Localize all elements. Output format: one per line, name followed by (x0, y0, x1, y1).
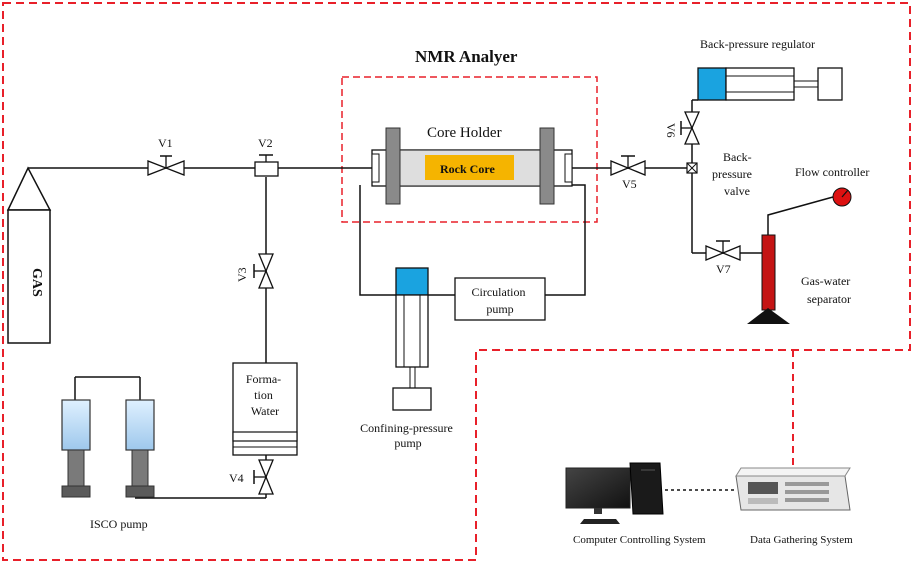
gas-water-separator (747, 234, 790, 324)
circulation-pump[interactable] (454, 277, 546, 321)
data-gathering-icon (735, 467, 851, 511)
flow-controller-icon (832, 187, 852, 207)
valve-v1[interactable] (147, 155, 185, 176)
gas-label: GAS (29, 268, 44, 297)
valve-v6[interactable] (680, 111, 700, 145)
isco-pump[interactable] (61, 399, 155, 498)
valve-v4-label: V4 (229, 471, 244, 485)
data-gathering-system-label: Data Gathering System (750, 534, 853, 546)
nmr-analyzer-boundary (341, 76, 598, 223)
back-pressure-regulator-label: Back-pressure regulator (700, 37, 815, 51)
back-pressure-valve-icon (686, 162, 698, 174)
isco-pump-label: ISCO pump (90, 517, 148, 531)
nmr-title: NMR Analyer (415, 47, 518, 66)
pipelines (28, 99, 834, 499)
core-holder-label: Core Holder (427, 125, 502, 141)
rock-core (425, 155, 514, 180)
computer-icon (565, 462, 664, 524)
formation-water-vessel (232, 362, 298, 456)
circulation-pump-label: Circulation pump (472, 285, 529, 316)
formation-water-label: Forma- tion Water (246, 372, 284, 418)
valve-v5[interactable] (610, 155, 646, 176)
valve-v5-label: V5 (622, 177, 637, 191)
gas-cylinder-top (6, 166, 52, 211)
gas-cylinder (7, 209, 51, 344)
valve-v2-label: V2 (258, 136, 273, 150)
valve-v2[interactable] (254, 154, 279, 177)
computer-controlling-system-label: Computer Controlling System (573, 534, 706, 546)
confining-pressure-pump[interactable] (392, 267, 432, 411)
back-pressure-regulator[interactable] (697, 67, 843, 101)
valve-v7[interactable] (705, 240, 741, 261)
gas-water-separator-label: Gas-water separator (801, 274, 853, 306)
flow-controller-label: Flow controller (795, 165, 869, 179)
rock-core-label: Rock Core (440, 162, 495, 176)
valve-v4[interactable] (253, 459, 274, 495)
valve-v3-label: V3 (235, 267, 249, 282)
back-pressure-valve-label: Back- pressure valve (712, 150, 755, 198)
confining-pressure-pump-label: Confining-pressure pump (360, 421, 456, 450)
valve-v7-label: V7 (716, 262, 731, 276)
valve-v1-label: V1 (158, 136, 173, 150)
valve-v6-label: V6 (664, 123, 678, 138)
valve-v3[interactable] (253, 253, 274, 289)
